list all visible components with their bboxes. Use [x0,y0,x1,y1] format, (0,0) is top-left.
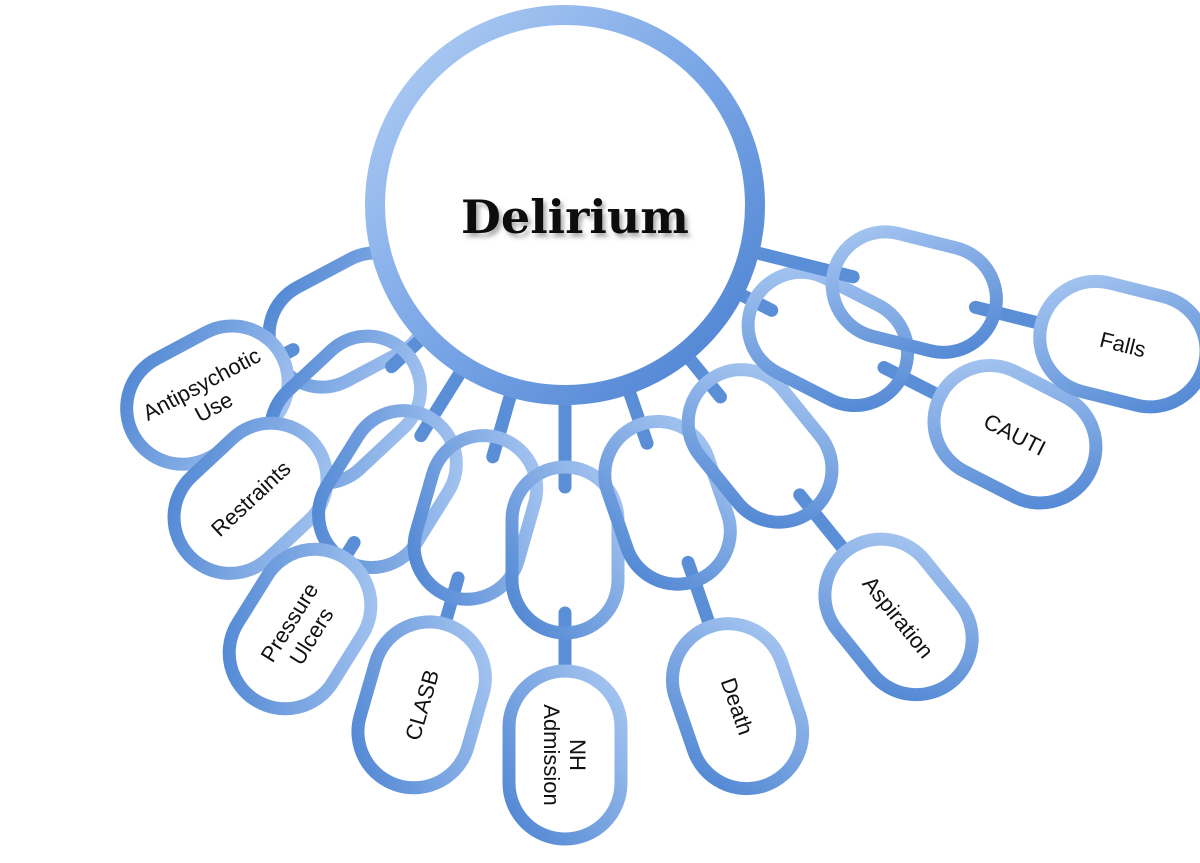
hub-title: Delirium [461,190,689,244]
end-link [502,664,628,846]
end-link [222,542,378,716]
end-link [665,617,810,796]
end-link [818,532,979,702]
chain-aspiration: Aspiration [657,321,979,702]
end-link [167,416,334,580]
hub-ring [365,5,765,405]
outcome-label: NHAdmission [539,704,590,805]
chain-nh-admission: NHAdmission [502,356,628,846]
chain-link [407,429,544,606]
delirium-hub: Delirium [365,5,765,405]
chain-link [681,363,839,529]
chain-link [825,225,1003,359]
chain-link [741,265,915,413]
chain-death: Death [598,347,810,796]
end-link [1033,274,1200,414]
chain-link [505,460,625,640]
end-link [927,359,1103,510]
